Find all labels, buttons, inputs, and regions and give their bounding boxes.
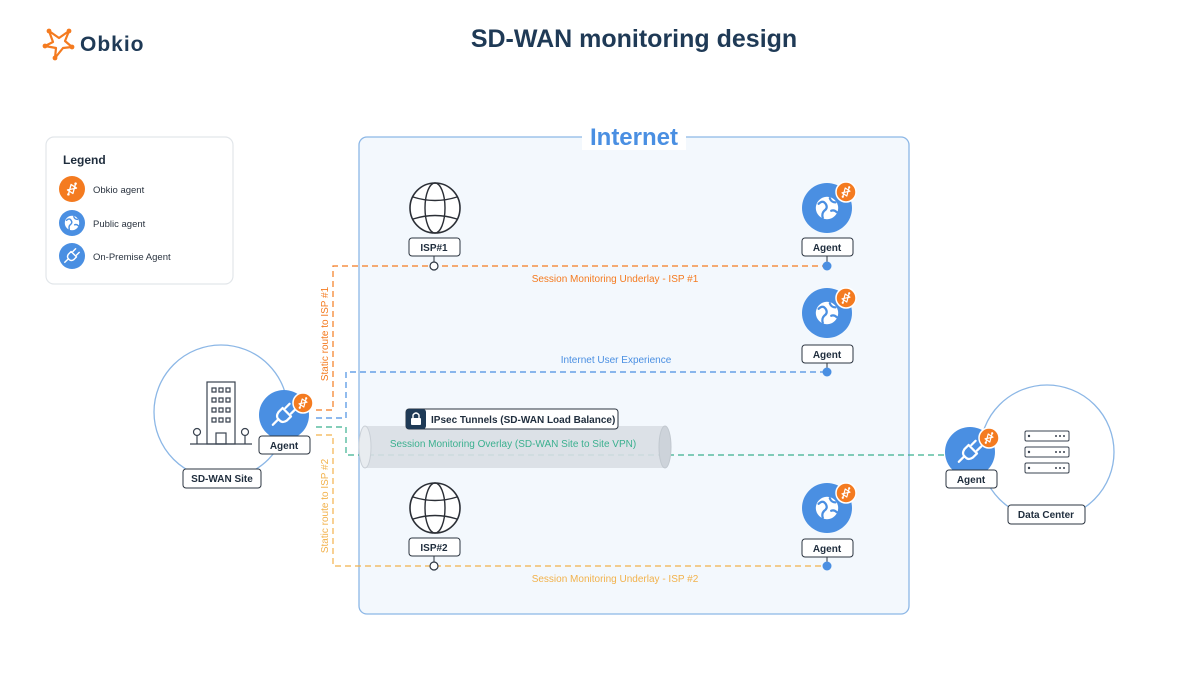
user-experience-line bbox=[316, 371, 826, 419]
wire-globe-icon bbox=[409, 482, 461, 534]
legend-label: On-Premise Agent bbox=[93, 252, 171, 263]
legend-item-obkio-agent: Obkio agent bbox=[59, 176, 145, 202]
building-icon bbox=[190, 381, 252, 445]
legend: Legend Obkio agent Public agent On-Premi… bbox=[45, 136, 234, 285]
agent-label: Agent bbox=[813, 350, 842, 361]
globe-icon bbox=[814, 195, 840, 221]
obkio-logo: Obkio bbox=[42, 28, 145, 61]
data-center: Agent Data Center bbox=[945, 384, 1115, 525]
legend-title: Legend bbox=[63, 153, 106, 167]
public-agent-user-experience[interactable]: Agent bbox=[801, 287, 857, 377]
overlay-label: Session Monitoring Overlay (SD-WAN Site … bbox=[390, 439, 636, 450]
route-isp2-label: Static route to ISP #2 bbox=[320, 458, 331, 553]
agent-label: Agent bbox=[813, 243, 842, 254]
legend-item-on-premise-agent: On-Premise Agent bbox=[59, 243, 171, 269]
on-premise-agent-site[interactable]: Agent bbox=[258, 390, 314, 455]
globe-icon bbox=[814, 495, 840, 521]
internet-label: Internet bbox=[590, 124, 678, 151]
lock-icon bbox=[411, 412, 421, 425]
legend-label: Public agent bbox=[93, 219, 146, 230]
data-center-label: Data Center bbox=[1018, 510, 1074, 521]
isp1-label: ISP#1 bbox=[420, 243, 448, 254]
plug-icon bbox=[59, 243, 85, 269]
server-rack-icon bbox=[1024, 430, 1070, 474]
isp1: ISP#1 bbox=[408, 182, 461, 271]
underlay-isp2-line bbox=[316, 434, 826, 567]
tunnel-label: IPsec Tunnels (SD-WAN Load Balance) bbox=[431, 415, 615, 426]
on-premise-agent-datacenter[interactable]: Agent bbox=[945, 427, 1000, 489]
brand-name: Obkio bbox=[80, 33, 145, 56]
sdwan-site: Agent SD-WAN Site bbox=[153, 344, 314, 489]
public-agent-isp1[interactable]: Agent bbox=[801, 181, 857, 271]
public-agent-isp2[interactable]: Agent bbox=[801, 482, 857, 571]
agent-label: Agent bbox=[270, 441, 299, 452]
globe-icon bbox=[814, 300, 840, 326]
ipsec-tunnel: IPsec Tunnels (SD-WAN Load Balance) Sess… bbox=[358, 408, 672, 469]
agent-label: Agent bbox=[813, 544, 842, 555]
legend-item-public-agent: Public agent bbox=[59, 210, 146, 236]
legend-label: Obkio agent bbox=[93, 185, 145, 196]
route-isp1-label: Static route to ISP #1 bbox=[320, 286, 331, 381]
sdwan-site-label: SD-WAN Site bbox=[191, 474, 253, 485]
wire-globe-icon bbox=[409, 182, 461, 234]
isp2: ISP#2 bbox=[408, 482, 461, 571]
underlay-isp2-label: Session Monitoring Underlay - ISP #2 bbox=[532, 574, 699, 585]
page-title: SD-WAN monitoring design bbox=[471, 25, 797, 53]
agent-label: Agent bbox=[957, 475, 986, 486]
isp2-label: ISP#2 bbox=[420, 543, 448, 554]
user-experience-label: Internet User Experience bbox=[561, 355, 672, 366]
underlay-isp1-label: Session Monitoring Underlay - ISP #1 bbox=[532, 274, 699, 285]
obkio-logo-icon bbox=[42, 28, 75, 61]
internet-panel: Internet bbox=[358, 124, 910, 615]
